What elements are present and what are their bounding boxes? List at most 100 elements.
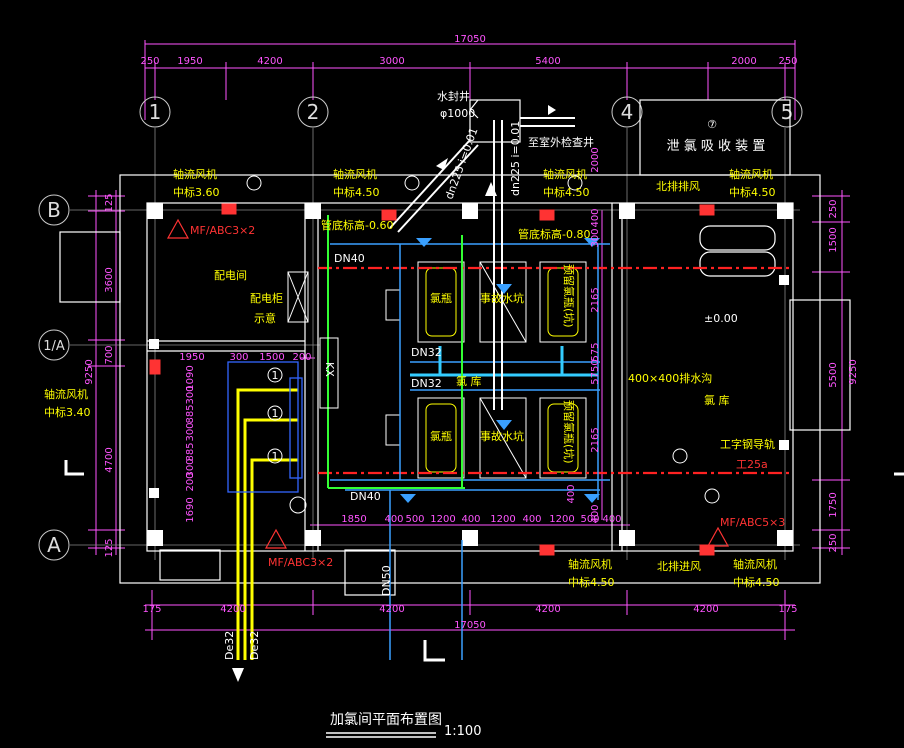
dim-right-seg-5: 250	[828, 533, 839, 552]
axis-bubble-b: B	[38, 194, 70, 226]
dim-col-6: 300	[185, 458, 196, 477]
label-store-center: 氯 库	[456, 374, 482, 388]
label-rail: 工字钢导轨	[720, 437, 775, 451]
label-fan-3: 轴流风机	[543, 167, 587, 181]
dim-top-seg-5: 5400	[535, 56, 560, 67]
label-circle-1: 1	[272, 369, 279, 382]
dim-room-2: 300	[229, 352, 248, 363]
label-cabinet-note: 示意	[254, 311, 276, 325]
drawing-title: 加氯间平面布置图	[330, 712, 442, 728]
label-prefill-2: 预留氯瓶(坑)	[562, 400, 576, 464]
label-dn40-top: DN40	[334, 252, 365, 265]
pipes-yellow	[236, 388, 298, 660]
axis-label-2: 2	[307, 100, 320, 124]
dim-bottom-seg-6: 175	[778, 604, 797, 615]
label-pipe-dn225-b: dn225 i=0.01	[509, 121, 522, 196]
dim-left-seg-5: 125	[104, 538, 115, 557]
drawing-scale: 1:100	[444, 724, 481, 739]
dim-right-seg-4: 1750	[828, 492, 839, 517]
building-walls	[59, 99, 851, 596]
label-absorber-no: ⑦	[707, 118, 717, 131]
label-cabinet: 配电柜	[250, 292, 283, 305]
dim-bottom-seg-3: 4200	[379, 604, 404, 615]
dim-col-8: 1690	[185, 497, 196, 522]
dim-top-seg-2: 1950	[177, 56, 202, 67]
dim-col-7: 200	[185, 472, 196, 491]
dim-rinner-2: 300	[590, 228, 601, 247]
dim-bottom-seg-5: 4200	[693, 604, 718, 615]
chlorine-tanks	[699, 225, 776, 277]
label-extinguisher-3: MF/ABC5×3	[720, 516, 785, 529]
label-fan-4: 轴流风机	[729, 167, 773, 181]
label-de32-a: De32	[223, 631, 236, 660]
label-de32-b: De32	[248, 631, 261, 660]
axis-label-b: B	[47, 198, 61, 222]
dim-rinner-5: 575	[590, 342, 601, 361]
label-rail-size: 工25a	[736, 458, 768, 471]
pits	[385, 261, 587, 479]
dim-inner-7: 400	[522, 514, 541, 525]
pipes-blue-dist	[227, 361, 303, 493]
dim-bottom-total: 17050	[454, 620, 486, 631]
label-fan-mark-5: 中标3.40	[44, 405, 91, 419]
label-fan-mark-1: 中标3.60	[173, 185, 220, 199]
label-prefill-1: 预留氯瓶(坑)	[562, 264, 576, 328]
axis-bubble-2: 2	[297, 96, 329, 128]
label-fan-mark-3: 中标4.50	[543, 185, 590, 199]
label-chlorine-bottle-2: 氯瓶	[430, 429, 452, 443]
dim-col-2: 300	[185, 385, 196, 404]
flow-arrows	[400, 238, 600, 503]
label-accident-pit-1: 事故水坑	[480, 291, 524, 305]
dim-inner-5: 400	[461, 514, 480, 525]
dim-top-seg-7: 250	[778, 56, 797, 67]
label-absorber: 泄 氯 吸 收 装 置	[667, 139, 766, 154]
dim-top-total: 17050	[454, 34, 486, 45]
columns	[147, 203, 793, 546]
dim-inner-4: 1200	[430, 514, 455, 525]
dim-rinner-6: 2165	[590, 427, 601, 452]
pipe-cyan	[410, 346, 598, 377]
dim-inner-3: 500	[405, 514, 424, 525]
dim-right-total: 9250	[848, 359, 859, 384]
axis-label-1a: 1/A	[43, 339, 65, 354]
label-circle-3: 1	[272, 450, 279, 463]
dim-bottom-seg-4: 4200	[535, 604, 560, 615]
label-fan-mark-2: 中标4.50	[333, 185, 380, 199]
dim-room-1: 1950	[179, 352, 204, 363]
dim-inner-10: 400	[602, 514, 621, 525]
label-fan-mark-6: 中标4.50	[568, 575, 615, 589]
water-seal-well	[469, 99, 521, 143]
dim-bottom-seg-2: 4200	[220, 604, 245, 615]
label-well-dia: φ1000	[440, 107, 475, 120]
label-dn50: DN50	[380, 565, 393, 596]
label-fan-mark-4: 中标4.50	[729, 185, 776, 199]
dim-room-3: 1500	[259, 352, 284, 363]
label-circle-2: 1	[272, 407, 279, 420]
label-chlorine-bottle-1: 氯瓶	[430, 291, 452, 305]
pipes-green	[327, 215, 465, 489]
pipes-red-centerline	[318, 266, 790, 475]
axis-bubble-1a: 1/A	[38, 329, 70, 361]
dim-rinner-7: 400	[566, 484, 577, 503]
dim-rinner-1: 400	[590, 208, 601, 227]
dim-inner-9: 500	[580, 514, 599, 525]
label-kx: KX	[323, 362, 336, 377]
axis-label-4: 4	[621, 100, 634, 124]
axis-label-a: A	[47, 533, 61, 557]
label-to-outdoor-well: 至室外检查井	[528, 135, 594, 149]
vent-circles	[246, 175, 720, 514]
dim-top-seg-4: 3000	[379, 56, 404, 67]
label-fan-6: 轴流风机	[568, 557, 612, 571]
dim-rinner-4: 5750	[590, 359, 601, 384]
label-fan-2: 轴流风机	[333, 167, 377, 181]
dim-right-seg-2: 1500	[828, 227, 839, 252]
dim-inner-1: 1850	[341, 514, 366, 525]
dim-inner-8: 1200	[549, 514, 574, 525]
extinguisher-markers	[166, 218, 730, 549]
axis-bubble-a: A	[38, 529, 70, 561]
dim-top-seg-6: 2000	[731, 56, 756, 67]
dim-right-seg-1: 250	[828, 199, 839, 218]
dim-left-seg-3: 700	[104, 345, 115, 364]
label-dn32-a: DN32	[411, 346, 442, 359]
